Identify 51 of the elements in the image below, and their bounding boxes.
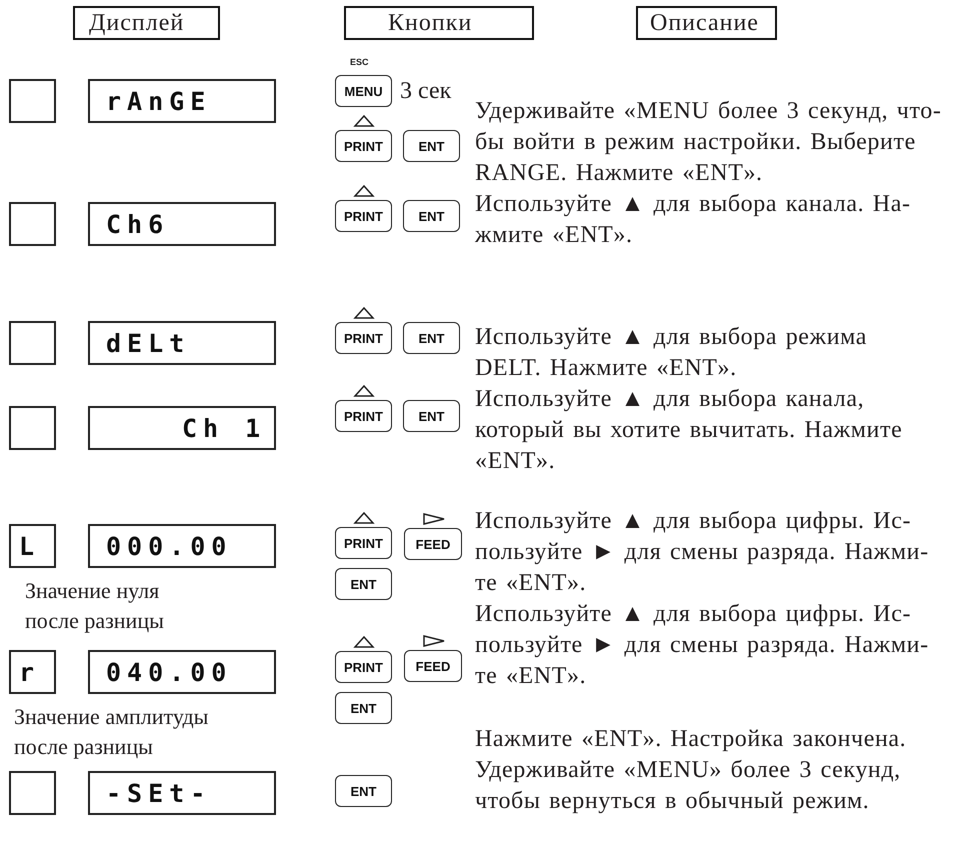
- lcd-display: [88, 202, 276, 246]
- key-button: ENT: [403, 400, 460, 432]
- indicator-box: [9, 79, 56, 123]
- key-caption: ESC: [350, 57, 369, 67]
- key-button: PRINT: [335, 385, 392, 432]
- indicator-box: [9, 524, 56, 568]
- segment-display-text: Ch6: [106, 210, 170, 238]
- duration-text: 3 сек: [400, 77, 452, 105]
- segment-display-text: Ch 1: [182, 414, 266, 442]
- key-button: ENT: [335, 692, 392, 724]
- key-button: PRINT: [335, 636, 392, 683]
- segment-display-text: -SEt-: [106, 778, 212, 808]
- instruction-text: Используйте ▲ для выбора режима DELT. Нажмите «ENT».: [475, 323, 868, 383]
- lcd-display: [88, 771, 276, 815]
- indicator-box: [9, 321, 56, 365]
- instruction-text: Удерживайте «MENU более 3 секунд, что- бы войти в режим настройки. Выберите RANGE. Нажмите «ENT».: [475, 97, 942, 188]
- segment-display-text: r: [19, 658, 40, 686]
- key-button: PRINT: [335, 115, 392, 162]
- display-caption: Значение амплитуды после разницы: [14, 703, 210, 761]
- indicator-box: [9, 771, 56, 815]
- key-button: ENT: [335, 568, 392, 600]
- key-button: FEED: [404, 635, 462, 682]
- indicator-box: [9, 650, 56, 694]
- segment-display-text: L: [19, 532, 40, 560]
- instruction-text: Используйте ▲ для выбора канала. На- жмите «ENT».: [475, 190, 912, 250]
- lcd-display: [88, 321, 276, 365]
- indicator-box: [9, 406, 56, 450]
- key-button: PRINT: [335, 185, 392, 232]
- key-button: FEED: [404, 513, 462, 560]
- key-button: ENT: [403, 130, 460, 162]
- indicator-box: [9, 202, 56, 246]
- display-caption: Значение нуля после разницы: [25, 577, 165, 635]
- column-header: Описание: [636, 6, 777, 40]
- lcd-display: [88, 79, 276, 123]
- lcd-display: [88, 406, 276, 450]
- column-header: Дисплей: [73, 6, 220, 40]
- segment-display-text: dELt: [106, 328, 190, 358]
- key-button: ENT: [335, 775, 392, 807]
- key-button: PRINT: [335, 307, 392, 354]
- segment-display-text: rAnGE: [106, 86, 212, 116]
- instruction-text: Используйте ▲ для выбора цифры. Ис- пользуйте ► для смены разряда. Нажми- те «ENT».: [475, 600, 930, 691]
- instruction-text: Нажмите «ENT». Настройка закончена. Удерживайте «MENU» более 3 секунд, чтобы вернуться в обычный режим.: [475, 725, 908, 816]
- key-button: ENT: [403, 322, 460, 354]
- instruction-text: Используйте ▲ для выбора цифры. Ис- пользуйте ► для смены разряда. Нажми- те «ENT».: [475, 507, 930, 598]
- instruction-text: Используйте ▲ для выбора канала, который вы хотите вычитать. Нажмите «ENT».: [475, 385, 904, 476]
- column-header: Кнопки: [344, 6, 534, 40]
- key-button: MENU: [335, 75, 392, 107]
- key-button: ENT: [403, 200, 460, 232]
- segment-display-text: 040.00: [106, 658, 232, 686]
- key-button: PRINT: [335, 512, 392, 559]
- segment-display-text: 000.00: [106, 532, 232, 560]
